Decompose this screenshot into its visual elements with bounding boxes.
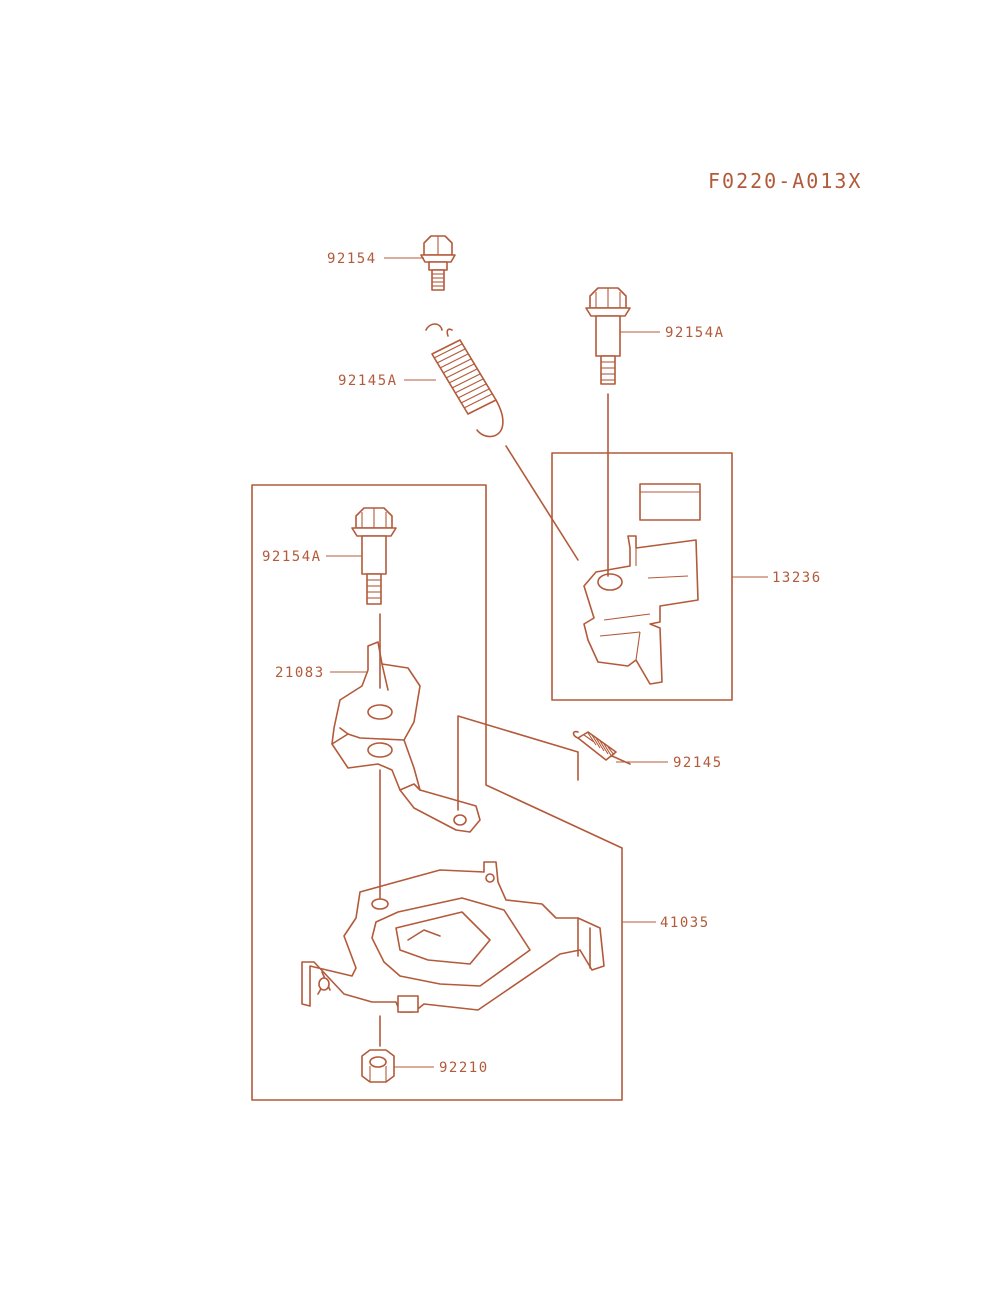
label-92154a-right: 92154A <box>665 325 725 341</box>
bolt-92154a-right <box>585 287 631 385</box>
axis-line-spring-top <box>505 445 579 561</box>
label-13236: 13236 <box>772 570 822 586</box>
label-92145: 92145 <box>673 755 723 771</box>
label-92154: 92154 <box>327 251 377 267</box>
label-92154a-left: 92154A <box>262 549 322 565</box>
spring-92145 <box>572 730 631 765</box>
label-21083: 21083 <box>275 665 325 681</box>
label-41035: 41035 <box>660 915 710 931</box>
axis-line-spring-small <box>457 715 579 811</box>
bracket-41035 <box>301 861 605 1013</box>
bolt-92154a-left <box>351 507 397 605</box>
label-92145a: 92145A <box>338 373 398 389</box>
spring-92145a <box>425 323 504 438</box>
bolt-92154 <box>420 235 456 291</box>
nut-92210 <box>361 1049 395 1083</box>
main-assembly-box <box>251 484 623 1101</box>
lever-21083 <box>331 641 481 833</box>
lever-13236 <box>583 483 701 685</box>
diagram-code: F0220-A013X <box>708 169 862 193</box>
label-92210: 92210 <box>439 1060 489 1076</box>
